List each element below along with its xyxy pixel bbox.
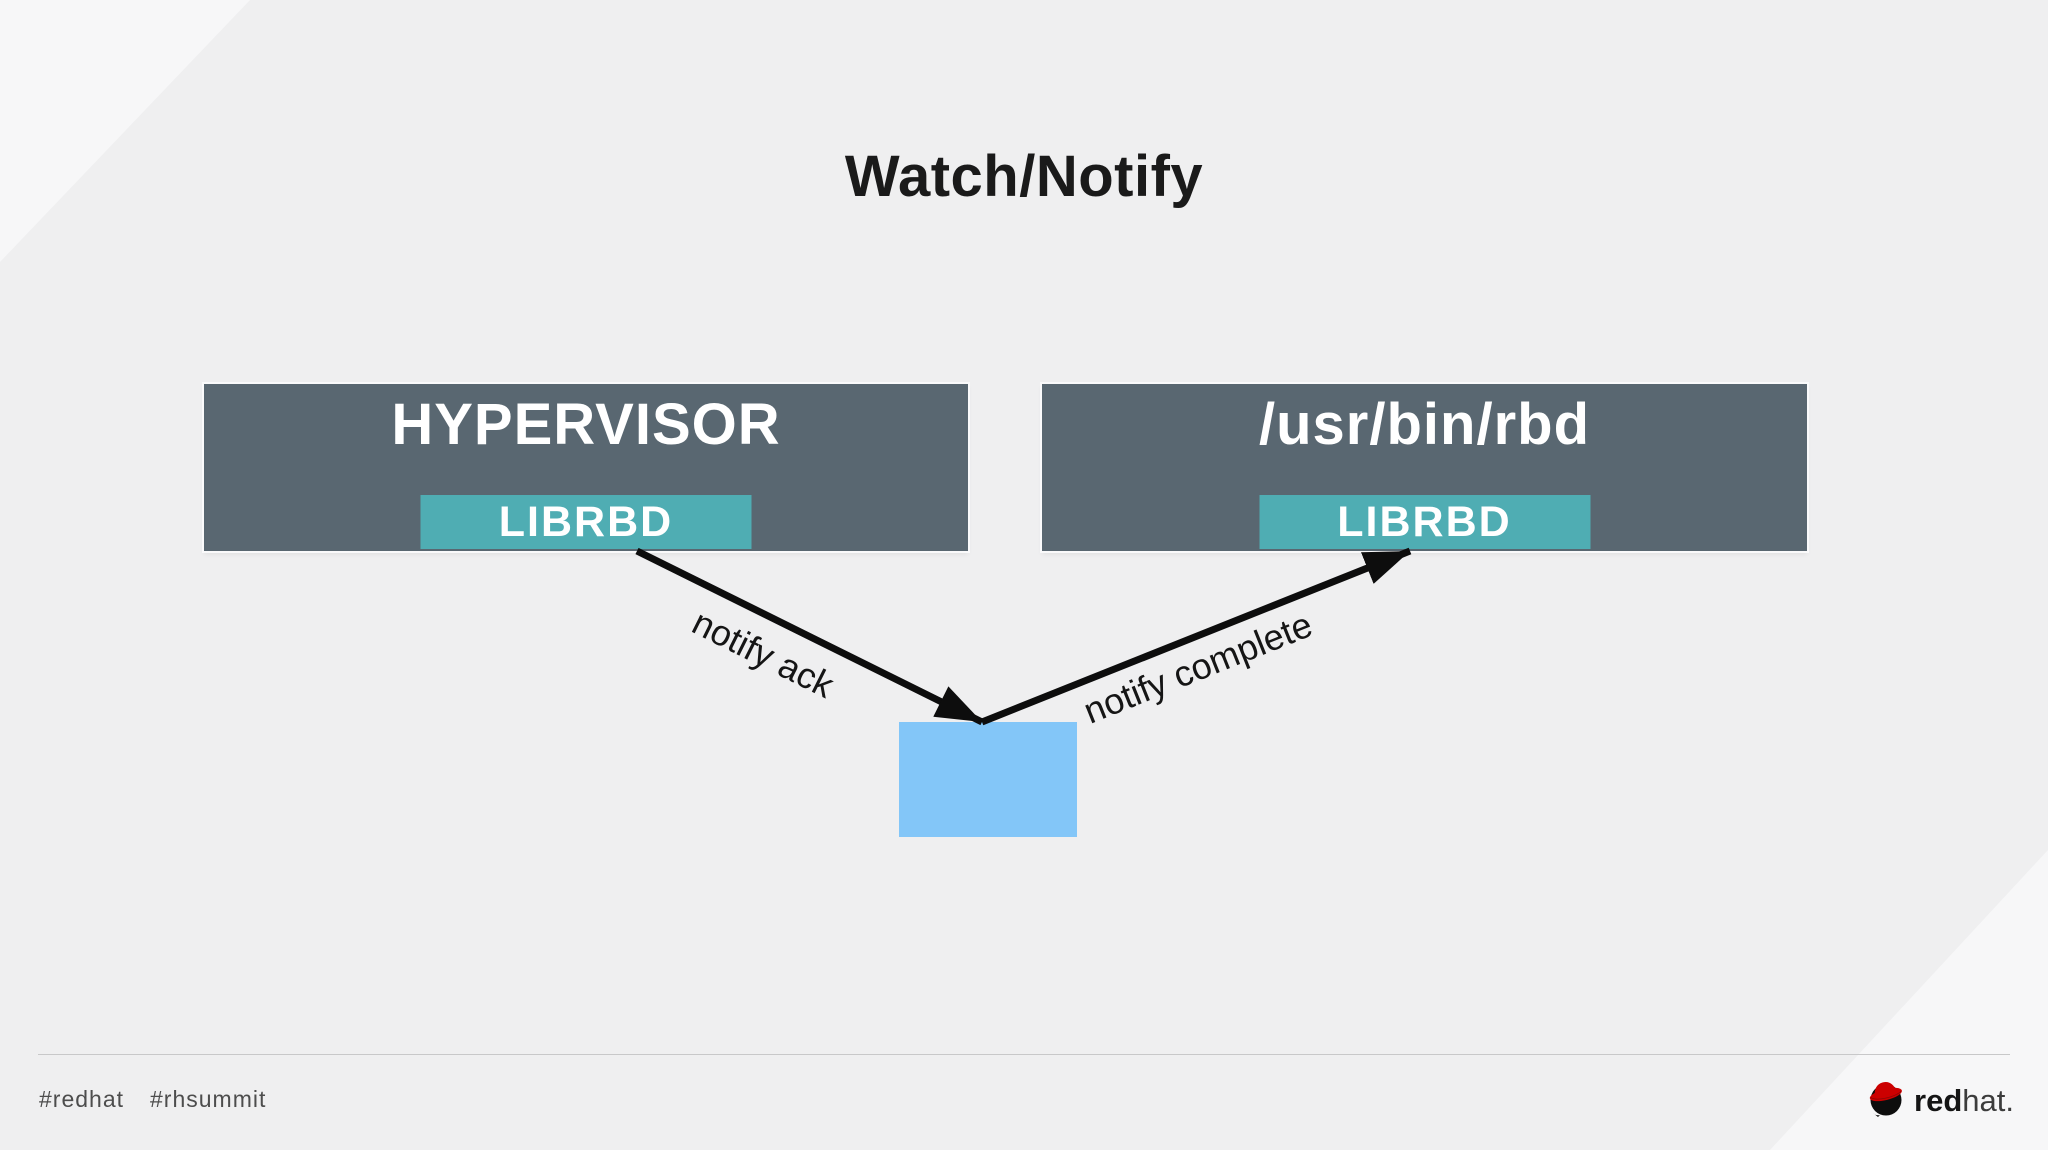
redhat-wordmark: redhat. [1914, 1083, 2014, 1118]
footer-divider [38, 1054, 2010, 1055]
notify-ack-arrow [635, 547, 984, 726]
notify-complete-arrow [980, 547, 1412, 726]
hashtag-rhsummit: #rhsummit [150, 1086, 267, 1112]
usr-bin-rbd-label: /usr/bin/rbd [1259, 392, 1590, 457]
hypervisor-label: HYPERVISOR [391, 392, 781, 457]
blue-box [899, 722, 1077, 837]
hypervisor-box: HYPERVISOR LIBRBD [204, 384, 968, 551]
slide-title: Watch/Notify [844, 143, 1204, 209]
redhat-fedora-icon [1863, 1076, 1909, 1125]
hypervisor-librbd-label: LIBRBD [498, 497, 674, 546]
footer-hashtags: #redhat #rhsummit [39, 1086, 266, 1113]
redhat-logo: redhat. [1863, 1076, 2014, 1125]
usr-bin-rbd-librbd-box: LIBRBD [1259, 495, 1590, 549]
usr-bin-rbd-librbd-label: LIBRBD [1337, 497, 1512, 546]
usr-bin-rbd-box: /usr/bin/rbd LIBRBD [1042, 384, 1807, 551]
hypervisor-librbd-box: LIBRBD [420, 495, 752, 549]
hashtag-redhat: #redhat [39, 1086, 125, 1112]
